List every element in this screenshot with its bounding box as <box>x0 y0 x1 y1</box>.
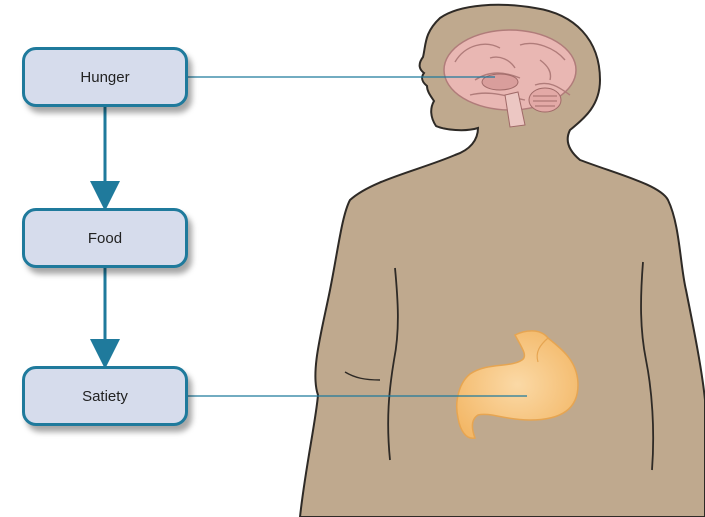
food-box: Food <box>22 208 188 268</box>
hunger-label: Hunger <box>80 68 130 86</box>
satiety-box: Satiety <box>22 366 188 426</box>
food-label: Food <box>87 229 123 247</box>
satiety-label: Satiety <box>82 387 128 405</box>
left-armpit-contour <box>344 371 381 381</box>
body-silhouette <box>298 3 705 517</box>
left-arm-contour <box>387 267 399 461</box>
hunger-box: Hunger <box>22 47 188 107</box>
right-arm-contour <box>640 261 655 471</box>
stomach <box>456 330 579 439</box>
brain <box>443 29 577 128</box>
